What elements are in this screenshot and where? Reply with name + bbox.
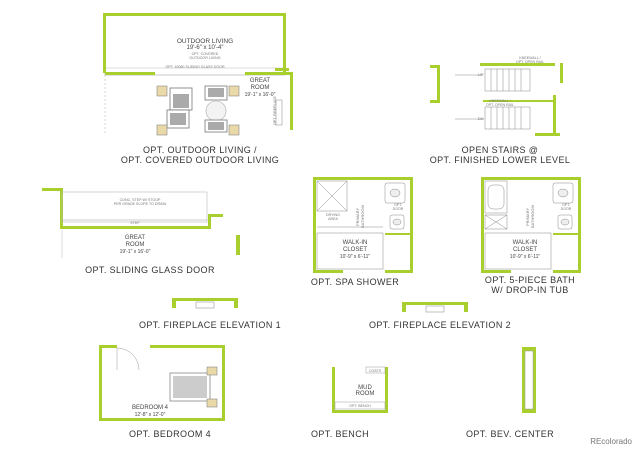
sliding-door-room-title-2: ROOM [125,242,145,248]
spa-drying-2: AREA [328,217,338,221]
bench-note: OPT. BENCH [349,404,371,408]
fireplace-2-plan [402,302,468,313]
spa-closet-2: CLOSET [342,247,367,253]
sliding-door-stoop-2: PER GRADE SLOPE TO DRAIN [113,202,167,206]
five-closet-dims: 10'-9" x 6'-11" [509,254,541,260]
spa-bath-2: BATHROOM [360,205,365,229]
sliding-door-caption: OPT. SLIDING GLASS DOOR [85,265,215,275]
bedroom-4-plan [99,345,225,421]
outdoor-living-title: OUTDOOR LIVING [176,38,234,45]
bedroom-4-dims: 12'-8" x 12'-0" [134,412,166,418]
fireplace-1-caption: OPT. FIREPLACE ELEVATION 1 [138,320,282,330]
five-piece-caption-1: OPT. 5-PIECE BATH [484,275,576,285]
outdoor-living-side-note: OPT. FIREPLACE [273,96,277,126]
open-stairs-note-mid-1: KNEEWALL / [489,99,511,103]
fireplace-2-caption: OPT. FIREPLACE ELEVATION 2 [368,320,512,330]
five-bath-2: BATHROOM [530,205,535,229]
bench-room-title: MUD [358,385,372,391]
fireplace-1-plan [172,298,238,309]
five-closet: WALK-IN [512,240,538,246]
spa-closet-dims: 10'-9" x 6'-11" [339,254,371,260]
outdoor-living-room-title: GREAT [249,78,271,84]
outdoor-living-dims: 19'-6" x 10'-4" [186,45,224,51]
bench-room-title-2: ROOM [355,391,375,397]
bev-center-plan [522,347,536,413]
spa-shower-plan [313,177,413,273]
outdoor-living-door-note: OPT. 10080 SLIDING GLASS DOOR [165,65,225,69]
sliding-door-room-title: GREAT [124,235,146,241]
open-stairs-note-mid-2: OPT. OPEN RAIL [485,103,515,107]
sliding-door-stoop-1: CONC. STEP W/ STOOP [119,198,161,202]
sliding-door-room-dims: 19'-1" x 16'-0" [119,249,151,255]
outdoor-living-note-1: OPT. COVERED [191,52,219,56]
open-stairs-dn: DN [478,116,484,121]
spa-door: OPT. [394,203,402,207]
outdoor-living-room-title-2: ROOM [250,85,270,91]
five-door-2: DOOR [560,207,572,211]
outdoor-living-caption-2: OPT. COVERED OUTDOOR LIVING [120,155,280,165]
bench-caption: OPT. BENCH [310,429,369,439]
five-door: OPT. [562,203,570,207]
open-stairs-note-top-1: KNEEWALL / [519,56,541,60]
outdoor-living-room-dims: 19'-1" x 16'-0" [244,92,276,98]
open-stairs-note-top-2: OPT. OPEN RAIL [515,60,545,64]
bedroom-4-title: BEDROOM 4 [131,405,168,411]
five-closet-2: CLOSET [512,247,537,253]
open-stairs-caption-2: OPT. FINISHED LOWER LEVEL [429,155,571,165]
five-piece-caption-2: W/ DROP-IN TUB [491,285,569,295]
bev-center-caption: OPT. BEV. CENTER [465,429,555,439]
outdoor-living-caption-1: OPT. OUTDOOR LIVING / [143,145,257,155]
spa-shower-caption: OPT. SPA SHOWER [310,277,400,287]
spa-door-2: DOOR [392,207,404,211]
sliding-door-step: STEP [130,221,140,225]
five-piece-plan [481,177,581,273]
open-stairs-up: UP [478,72,484,77]
sliding-door-plan [42,188,240,258]
open-stairs-caption-1: OPEN STAIRS @ [461,145,539,155]
bench-plan [332,366,388,413]
bench-coats: COATS [368,369,382,373]
outdoor-living-plan [103,13,293,136]
bedroom-4-caption: OPT. BEDROOM 4 [128,429,212,439]
spa-closet: WALK-IN [342,240,368,246]
spa-drying: DRYING [326,213,340,217]
outdoor-living-note-2: OUTDOOR LIVING [189,56,221,60]
open-stairs-plan [430,63,563,136]
listing-credit: REcolorado [590,437,632,446]
